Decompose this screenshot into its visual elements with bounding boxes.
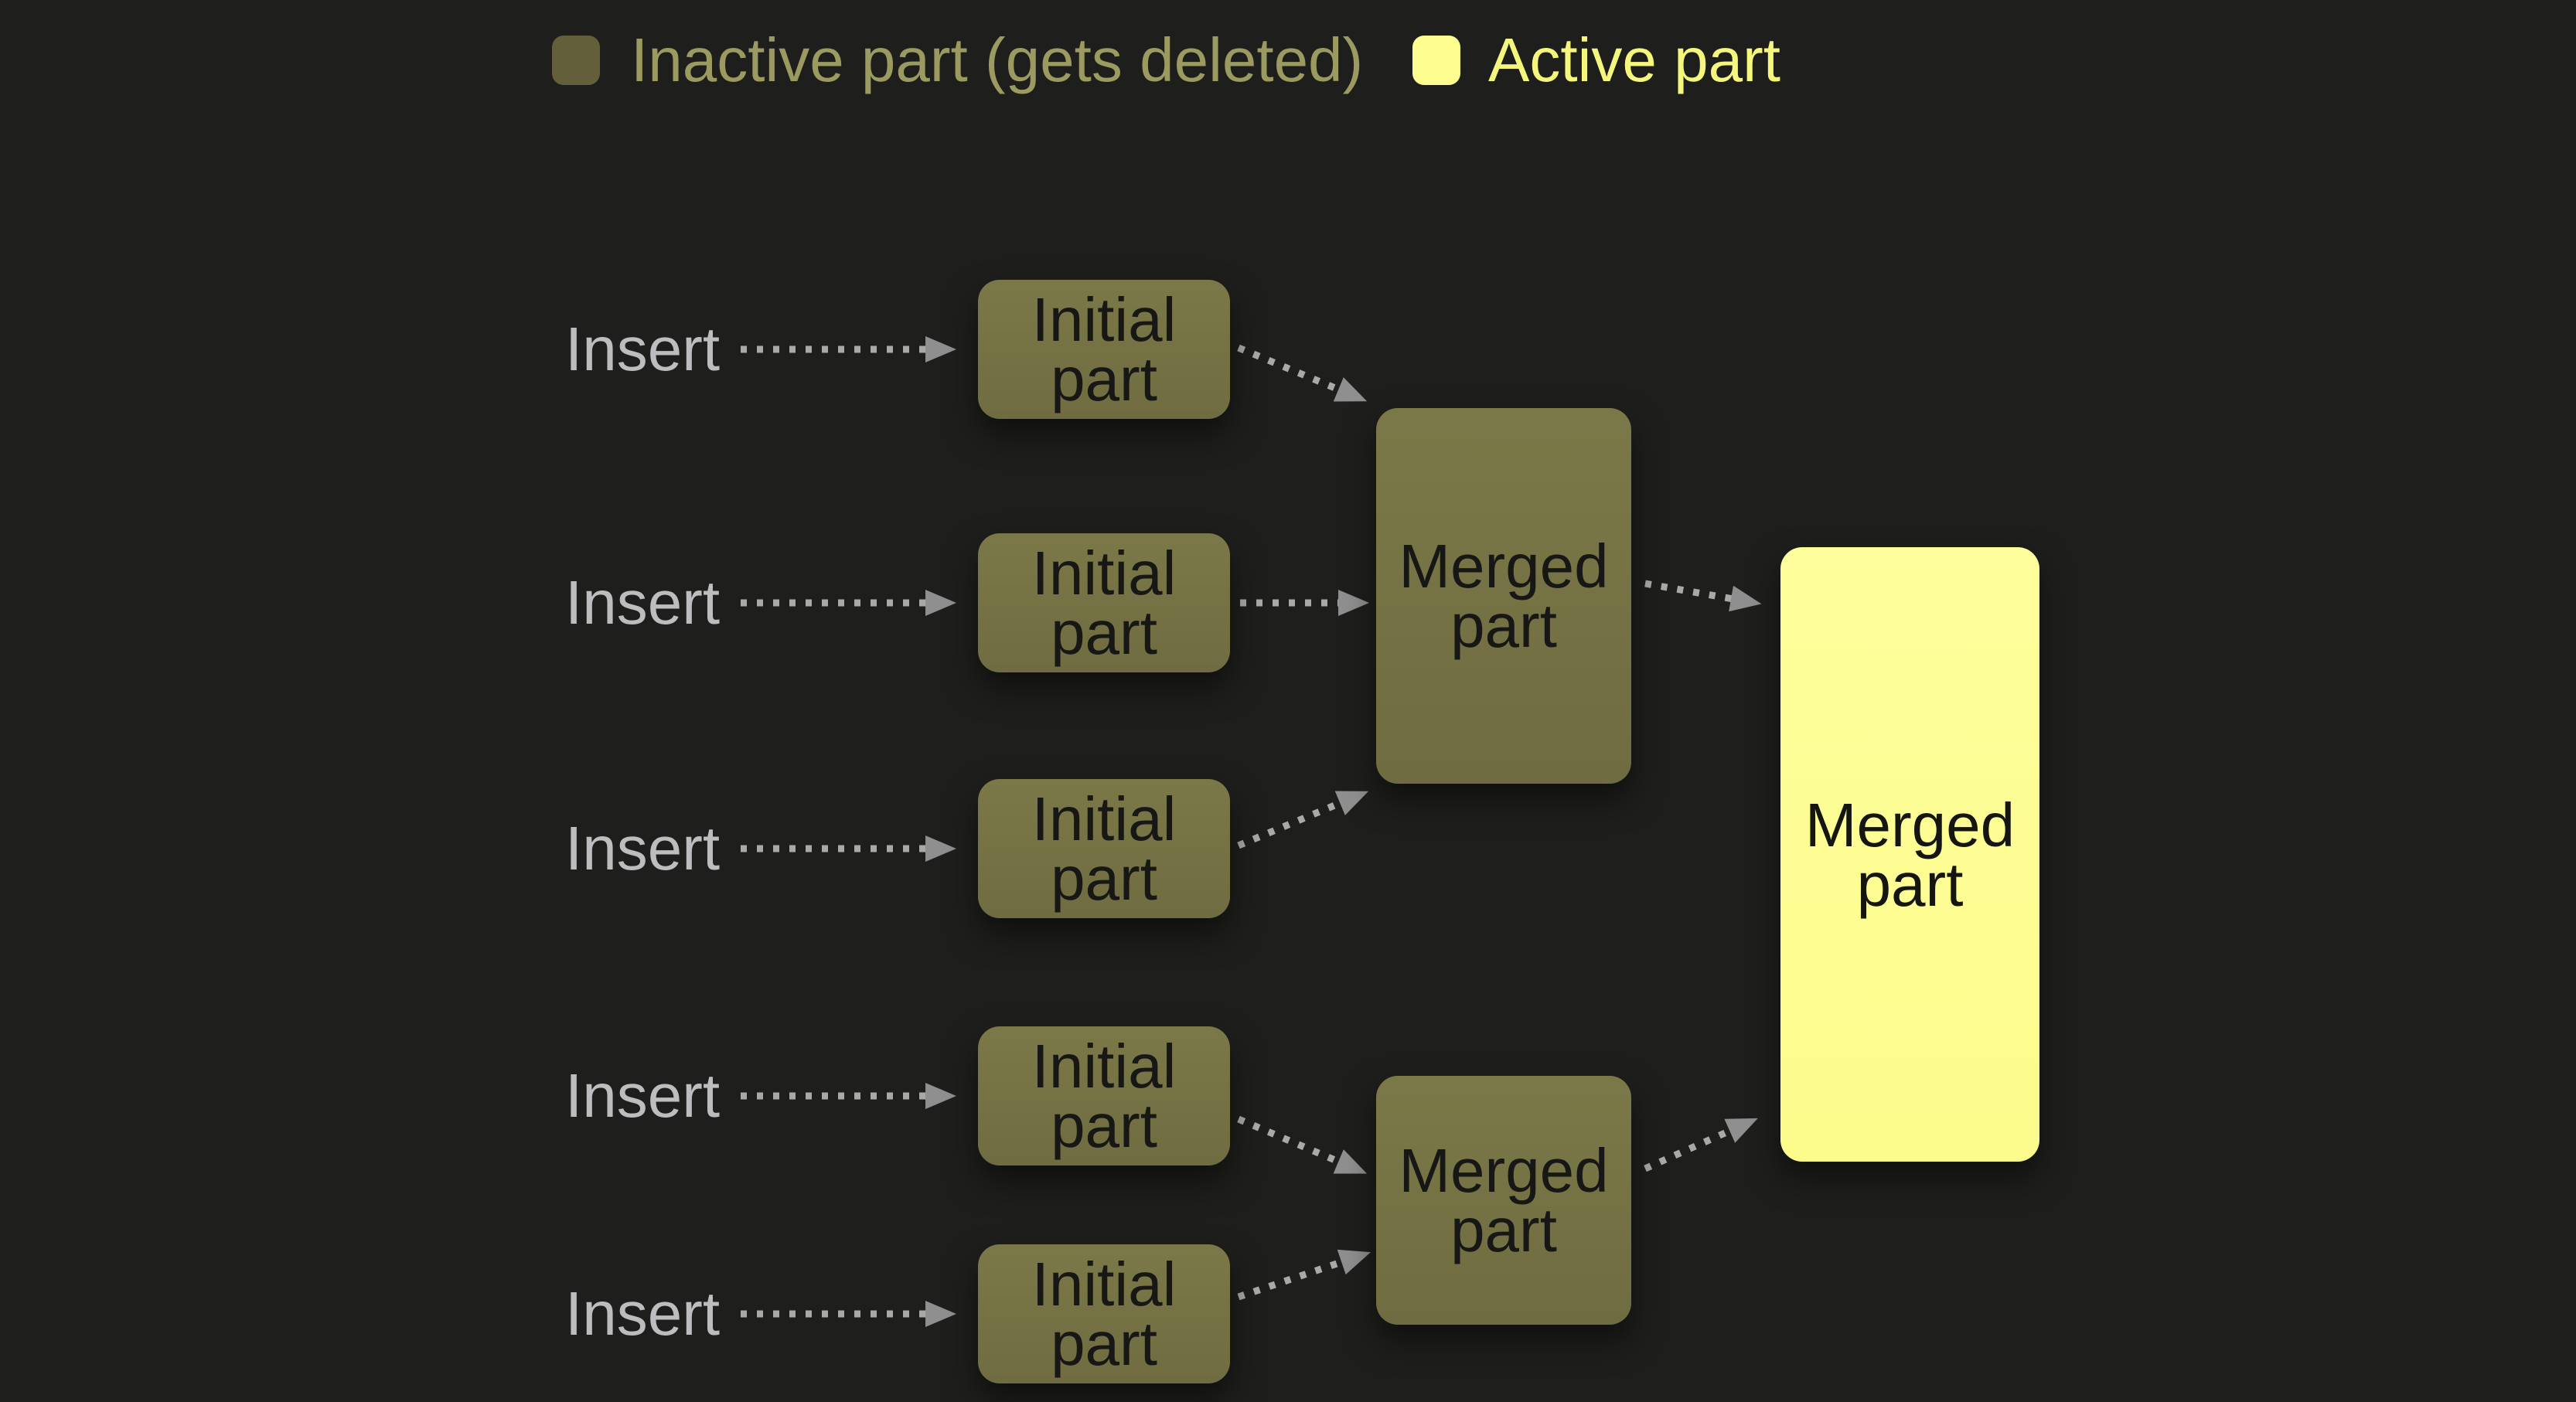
legend-label-active: Active part — [1488, 26, 1780, 94]
node-label: Merged part — [1399, 532, 1609, 660]
node-label: Merged part — [1804, 790, 2015, 919]
node-label: Initial part — [1031, 539, 1177, 667]
initial-part-node-1: Initial part — [978, 280, 1230, 419]
insert-label-3: Insert — [565, 814, 721, 883]
inactive-swatch — [552, 36, 600, 85]
node-label: Initial part — [1031, 285, 1177, 413]
arrow-initial1-to-merged1 — [1237, 344, 1368, 402]
legend-label-inactive: Inactive part (gets deleted) — [631, 26, 1364, 94]
arrow-merged1-to-final — [1644, 580, 1762, 612]
arrow-initial5-to-merged2 — [1237, 1249, 1371, 1301]
arrow-initial4-to-merged2 — [1237, 1115, 1368, 1174]
node-label: Initial part — [1031, 1032, 1177, 1160]
insert-label-2: Insert — [565, 568, 721, 637]
arrow-merged2-to-final — [1644, 1118, 1758, 1172]
merged-part-node-2: Merged part — [1376, 1076, 1631, 1325]
node-label: Initial part — [1031, 1250, 1177, 1378]
insert-label-5: Insert — [565, 1279, 721, 1348]
initial-part-node-2: Initial part — [978, 533, 1230, 672]
active-swatch — [1412, 36, 1460, 85]
initial-part-node-3: Initial part — [978, 779, 1230, 918]
node-label: Initial part — [1031, 784, 1177, 913]
initial-part-node-5: Initial part — [978, 1244, 1230, 1383]
arrow-initial3-to-merged1 — [1237, 791, 1369, 849]
node-label: Merged part — [1399, 1136, 1609, 1264]
merged-part-node-final: Merged part — [1780, 547, 2039, 1162]
initial-part-node-4: Initial part — [978, 1026, 1230, 1165]
insert-label-4: Insert — [565, 1061, 721, 1130]
merged-part-node-1: Merged part — [1376, 408, 1631, 784]
insert-label-1: Insert — [565, 315, 721, 383]
